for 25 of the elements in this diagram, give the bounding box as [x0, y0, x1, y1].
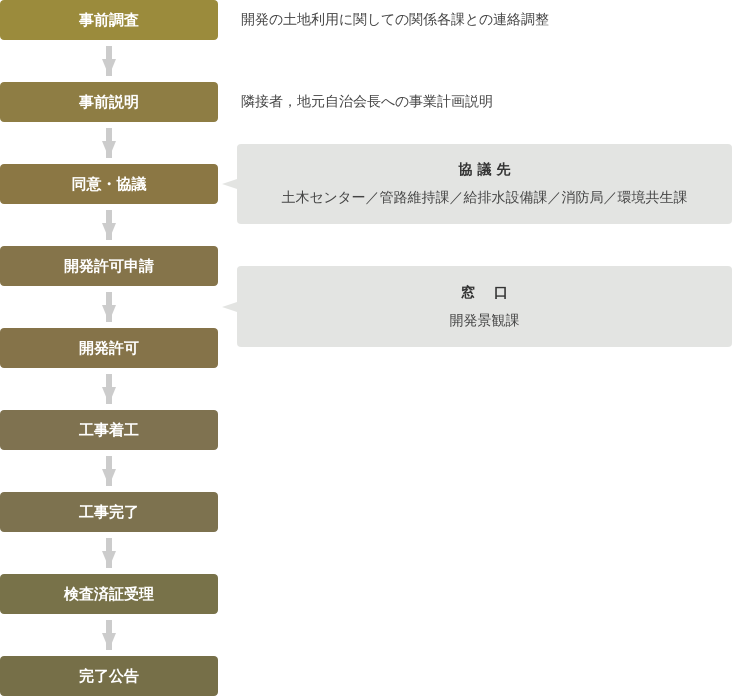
callout-text: 開発景観課	[450, 312, 520, 330]
callout-heading: 協 議 先	[458, 161, 510, 179]
process-step: 検査済証受理	[0, 574, 218, 614]
down-arrow	[102, 292, 116, 322]
down-arrow	[102, 128, 116, 158]
step-description: 隣接者，地元自治会長への事業計画説明	[241, 93, 493, 112]
process-step: 事前調査	[0, 0, 218, 40]
process-step: 工事完了	[0, 492, 218, 532]
process-step: 工事着工	[0, 410, 218, 450]
step-description: 開発の土地利用に関しての関係各課との連絡調整	[241, 11, 549, 30]
down-arrow	[102, 456, 116, 486]
down-arrow	[102, 538, 116, 568]
process-step: 同意・協議	[0, 164, 218, 204]
process-step: 事前説明	[0, 82, 218, 122]
callout-bubble	[222, 266, 732, 347]
process-step: 開発許可	[0, 328, 218, 368]
down-arrow	[102, 210, 116, 240]
down-arrow	[102, 46, 116, 76]
process-step: 開発許可申請	[0, 246, 218, 286]
down-arrow	[102, 374, 116, 404]
callout-bubble	[222, 144, 732, 224]
process-step: 完了公告	[0, 656, 218, 696]
callout-text: 土木センター／管路維持課／給排水設備課／消防局／環境共生課	[282, 189, 688, 207]
callout-heading: 窓 口	[461, 284, 508, 302]
down-arrow	[102, 620, 116, 650]
